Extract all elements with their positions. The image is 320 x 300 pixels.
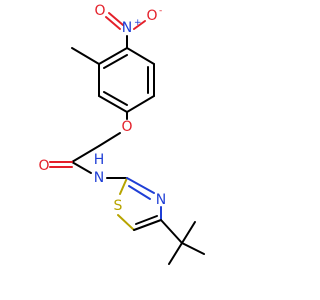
- atom-o-ether: O: [121, 119, 132, 135]
- bonds: [49, 12, 205, 265]
- bond-n3-c2-inner: [128, 185, 151, 200]
- atom-o-carbonyl: O: [38, 158, 49, 174]
- atom-s-thiazole: S: [114, 198, 123, 214]
- bond-tbu-methyl-bottom: [168, 242, 183, 265]
- bond-n3-c2: [126, 177, 155, 194]
- atom-n-thiazole: N: [156, 192, 166, 208]
- bond-ring-c3-c4: [126, 95, 155, 113]
- charge-n-nitro: +: [134, 18, 142, 28]
- bond-carbonyl-c-n: [71, 161, 92, 174]
- bond-ring-c6-c1-inner: [103, 54, 128, 69]
- bond-ether-o-ch2: [98, 132, 121, 147]
- atom-o-nitro-right: O: [146, 8, 157, 24]
- atom-h-amide: H: [94, 152, 105, 168]
- bond-nitro-n-o-left-double-2: [108, 12, 124, 26]
- atom-n-nitro: N: [122, 20, 132, 36]
- chemical-structure-diagram: N + O O - O O N H S N: [38, 3, 205, 265]
- bond-tbu-methyl-top: [181, 221, 196, 244]
- bond-ring-c6-c1: [98, 47, 128, 65]
- bond-c5-c4-inner: [135, 215, 158, 225]
- bond-c2-s: [119, 177, 128, 195]
- atom-o-nitro-left: O: [94, 3, 105, 19]
- bond-ring-c1-c2: [126, 47, 155, 65]
- bond-c4-quaternary-c: [160, 219, 183, 244]
- atom-labels: N + O O - O O N H S N: [38, 3, 166, 214]
- bond-ring-c4-c5: [98, 95, 128, 113]
- bond-tbu-methyl-right: [181, 242, 205, 255]
- bond-s-c5: [117, 214, 135, 231]
- bond-methyl: [71, 47, 100, 65]
- charge-o-nitro-right: -: [159, 6, 162, 16]
- bond-c5-c4: [133, 219, 162, 231]
- bond-nitro-n-o-left-double-1: [105, 16, 121, 30]
- bond-nitro-n-o-right: [133, 20, 146, 30]
- bond-ring-c4-c5-inner: [103, 91, 128, 106]
- bond-ch2-carbonyl-c: [71, 145, 100, 163]
- atom-n-amide: N: [94, 170, 104, 186]
